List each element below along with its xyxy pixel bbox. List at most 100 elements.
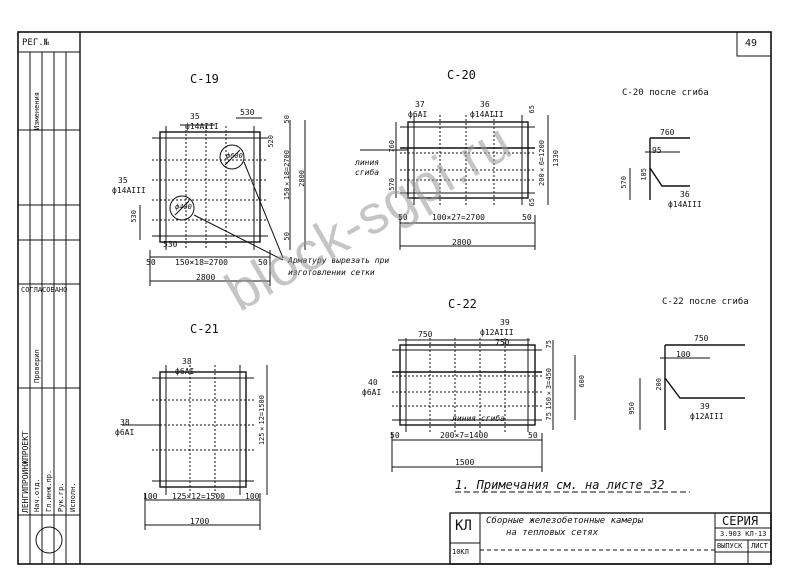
c21-total-dim: 1700 bbox=[190, 517, 210, 526]
sheet-number-box bbox=[736, 31, 772, 57]
c20-bent-drawing bbox=[629, 137, 690, 200]
c20-bent-dim-2: 105 bbox=[640, 168, 648, 181]
c19-right-dim-2: 150×18=2700 bbox=[283, 150, 291, 201]
title-block-series-value: 3.903 КЛ-13 bbox=[720, 530, 767, 538]
c20-top-bar-1: ф14АIII bbox=[470, 110, 504, 119]
stamp-row-3: Исполн. bbox=[69, 482, 77, 512]
sheet-number: 49 bbox=[745, 38, 758, 49]
c20-top-dim-1: 36 bbox=[480, 100, 490, 109]
c20-bottom-dim-1: 100×27=2700 bbox=[432, 213, 485, 222]
c19-drawing bbox=[139, 117, 306, 286]
c20-title: С-20 bbox=[447, 68, 476, 82]
c22-right-dim-0: 75 bbox=[545, 340, 553, 349]
c22-bent-dim-3: 950 bbox=[628, 402, 636, 415]
c19-left-dim-1: 530 bbox=[130, 210, 138, 223]
c22-bent-title: С-22 после сгиба bbox=[662, 297, 749, 307]
c20-top-bar-0: ф6АI bbox=[408, 110, 428, 119]
title-block bbox=[449, 512, 772, 565]
c21-left-dim-0: 38 bbox=[120, 418, 130, 427]
c22-bottom-dim-2: 50 bbox=[528, 431, 538, 440]
c22-bent-dim-2: 200 bbox=[655, 378, 663, 391]
c20-bent-bar: ф14АIII bbox=[668, 200, 702, 209]
c22-bottom-dim-0: 50 bbox=[390, 431, 400, 440]
title-block-sheet-code: 10КЛ bbox=[452, 548, 469, 556]
c21-right-dim-0: 125×12=1500 bbox=[258, 395, 266, 446]
c20-bent-dim-1: 95 bbox=[652, 146, 662, 155]
title-block-description-1: Сборные железобетонные камеры bbox=[486, 516, 644, 526]
c20-bent-title: С-20 после сгиба bbox=[622, 88, 709, 98]
c22-right-dim-1: 150×3=450 bbox=[545, 368, 553, 410]
c20-drawing bbox=[360, 115, 549, 250]
stamp-row-5: Изменения bbox=[33, 92, 41, 130]
title-block-code: КЛ bbox=[455, 518, 472, 534]
c19-bottom-dim-0: 530 bbox=[163, 240, 178, 249]
c22-bottom-dim-1: 200×7=1400 bbox=[440, 431, 489, 440]
c20-left-dim-0: 760 bbox=[388, 140, 396, 153]
c22-top-dim-3: 750 bbox=[495, 338, 510, 347]
c19-right-dim-1: 520 bbox=[267, 135, 275, 148]
c22-bent-dim-1: 100 bbox=[676, 350, 691, 359]
c22-right-dim-3: 75 bbox=[545, 412, 553, 421]
c19-top-dim-1: 530 bbox=[240, 108, 255, 117]
stamp-row-0: Нач.отд. bbox=[33, 478, 41, 512]
c19-hole-label-1: ф400 bbox=[175, 203, 192, 211]
c19-right-dim-0: 50 bbox=[283, 115, 291, 124]
c20-right-dim-1: 200×6=1200 bbox=[538, 140, 546, 186]
c22-top-dim-2: ф12АIII bbox=[480, 328, 514, 337]
c22-bent-dim-0: 750 bbox=[694, 334, 709, 343]
c22-left-dim-0: 40 bbox=[368, 378, 378, 387]
c22-bent-dim-4: 39 bbox=[700, 402, 710, 411]
c21-top-bar: ф6АI bbox=[175, 367, 195, 376]
general-note: 1. Примечания см. на листе 32 bbox=[455, 478, 665, 492]
c21-title: С-21 bbox=[190, 322, 219, 336]
c19-bar-label-1: ф14АIII bbox=[112, 186, 146, 195]
title-block-sheet-label: ЛИСТ bbox=[751, 542, 768, 550]
c20-right-dim-3: 65 bbox=[528, 198, 536, 207]
c20-right-dim-0: 65 bbox=[528, 105, 536, 114]
c21-bottom-dim-2: 100 bbox=[245, 492, 260, 501]
c22-total-dim: 1500 bbox=[455, 458, 475, 467]
c22-left-bar: ф6АI bbox=[362, 388, 382, 397]
c20-bend-line-label: линия сгиба bbox=[355, 158, 380, 177]
c22-bent-drawing bbox=[639, 344, 745, 430]
c20-bent-dim-3: 570 bbox=[620, 176, 628, 189]
c20-top-dim-0: 37 bbox=[415, 100, 425, 109]
c19-top-dim-0: 35 bbox=[190, 112, 200, 121]
c19-bar-label-0: ф14АIII bbox=[185, 122, 219, 131]
c19-bottom-dim-2: 150×18=2700 bbox=[175, 258, 228, 267]
c21-drawing bbox=[122, 365, 268, 530]
c20-bent-dim-4: 36 bbox=[680, 190, 690, 199]
c22-bend-line-label: линия сгиба bbox=[452, 414, 505, 423]
sheet-frame bbox=[17, 31, 772, 565]
c21-top-dim-0: 38 bbox=[182, 357, 192, 366]
c19-bottom-dim-3: 50 bbox=[258, 258, 268, 267]
cut-note: Арматуру вырезать при изготовлении сетки bbox=[288, 256, 390, 277]
c19-title: С-19 bbox=[190, 72, 219, 86]
c19-left-dim-0: 35 bbox=[118, 176, 128, 185]
inventory-label: РЕГ.№ bbox=[22, 38, 50, 48]
c19-bottom-dim-1: 50 bbox=[146, 258, 156, 267]
c21-bottom-dim-1: 125×12=1500 bbox=[172, 492, 225, 501]
c21-bottom-dim-0: 100 bbox=[143, 492, 158, 501]
approval-label: СОГЛАСОВАНО bbox=[21, 286, 68, 294]
title-block-description-2: на тепловых сетях bbox=[506, 528, 599, 538]
c22-right-dim-2: 600 bbox=[578, 375, 586, 388]
c20-bottom-dim-0: 50 bbox=[398, 213, 408, 222]
c19-total-dim: 2800 bbox=[196, 273, 216, 282]
title-block-series-label: СЕРИЯ bbox=[722, 514, 759, 528]
c20-bottom-dim-2: 50 bbox=[522, 213, 532, 222]
stamp-row-1: Гл.инж.пр. bbox=[45, 469, 53, 512]
c20-right-dim-2: 1330 bbox=[552, 150, 560, 167]
c21-left-bar: ф6АI bbox=[115, 428, 135, 437]
organization-name: ЛЕНГИПРОИНЖПРОЕКТ bbox=[21, 431, 30, 513]
c20-bent-dim-0: 760 bbox=[660, 128, 675, 137]
c19-hole-label-0: ф600 bbox=[226, 152, 243, 160]
c19-right-dim-3: 2800 bbox=[298, 170, 306, 187]
c20-total-dim: 2800 bbox=[452, 238, 472, 247]
c22-top-dim-0: 39 bbox=[500, 318, 510, 327]
c22-drawing bbox=[391, 338, 576, 472]
c22-bent-bar: ф12АIII bbox=[690, 412, 724, 421]
title-block-issue-label: ВЫПУСК bbox=[717, 542, 743, 550]
